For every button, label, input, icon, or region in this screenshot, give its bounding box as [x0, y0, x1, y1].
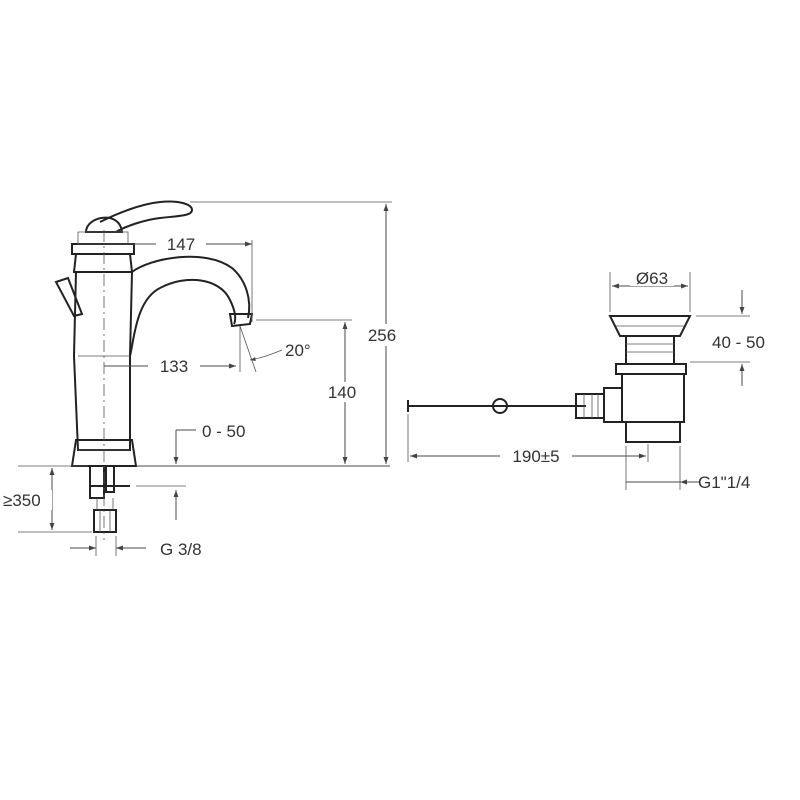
label-140: 140 [328, 383, 356, 402]
label-256: 256 [368, 326, 396, 345]
dim-g114: G1"1/4 [625, 446, 750, 492]
label-g114: G1"1/4 [698, 473, 750, 492]
label-63: Ø63 [636, 269, 668, 288]
dim-g38: G 3/8 [70, 536, 202, 559]
dim-angle: 20° [239, 325, 311, 373]
faucet-body [72, 271, 133, 451]
label-0-50: 0 - 50 [202, 422, 245, 441]
waste-flange [608, 315, 692, 337]
dim-350: ≥350 [2, 465, 92, 533]
spout-inner [129, 278, 237, 357]
label-40-50: 40 - 50 [712, 333, 765, 352]
dim-147: 147 [104, 234, 253, 322]
label-190: 190±5 [512, 447, 559, 466]
pull-rod [54, 276, 84, 318]
hex-nut [93, 509, 117, 533]
dim-256: 256 [190, 201, 404, 464]
dim-40-50: 40 - 50 [690, 290, 765, 386]
dim-63: Ø63 [609, 268, 691, 312]
spout-outer [131, 255, 251, 319]
dim-140: 140 [256, 319, 360, 464]
faucet-outline [54, 200, 254, 540]
label-147: 147 [167, 235, 195, 254]
waste-outline [407, 315, 692, 443]
waste-outlet [625, 421, 681, 443]
label-20deg: 20° [285, 341, 311, 360]
lever-handle [99, 200, 194, 233]
label-350: ≥350 [3, 491, 41, 510]
label-133: 133 [160, 357, 188, 376]
dim-190: 190±5 [407, 414, 649, 466]
label-g38: G 3/8 [160, 540, 202, 559]
dim-133: 133 [104, 356, 236, 376]
dim-0-50: 0 - 50 [136, 422, 245, 520]
aerator [228, 313, 254, 328]
